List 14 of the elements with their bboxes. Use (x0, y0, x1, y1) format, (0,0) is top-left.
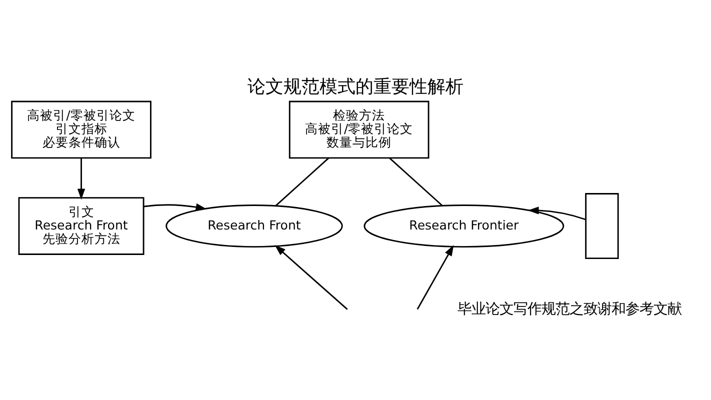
node-box: 高被引/零被引论文 引文指标 必要条件确认 (11, 100, 152, 158)
connector (388, 156, 442, 206)
node-box: 检验方法 高被引/零被引论文 数量与比例 (288, 100, 430, 158)
arrow (528, 206, 586, 220)
arrow (274, 244, 348, 310)
node-box: 引文 Research Front 先验分析方法 (18, 196, 144, 254)
arrow (144, 202, 207, 210)
node-ellipse: Research Front (166, 204, 343, 248)
connector (275, 156, 330, 206)
arrow (77, 157, 86, 200)
node-box (585, 192, 619, 259)
arrow (416, 244, 454, 310)
diagram-title: 论文规范模式的重要性解析 (248, 76, 464, 98)
caption: 毕业论文写作规范之致谢和参考文献 (458, 301, 682, 318)
